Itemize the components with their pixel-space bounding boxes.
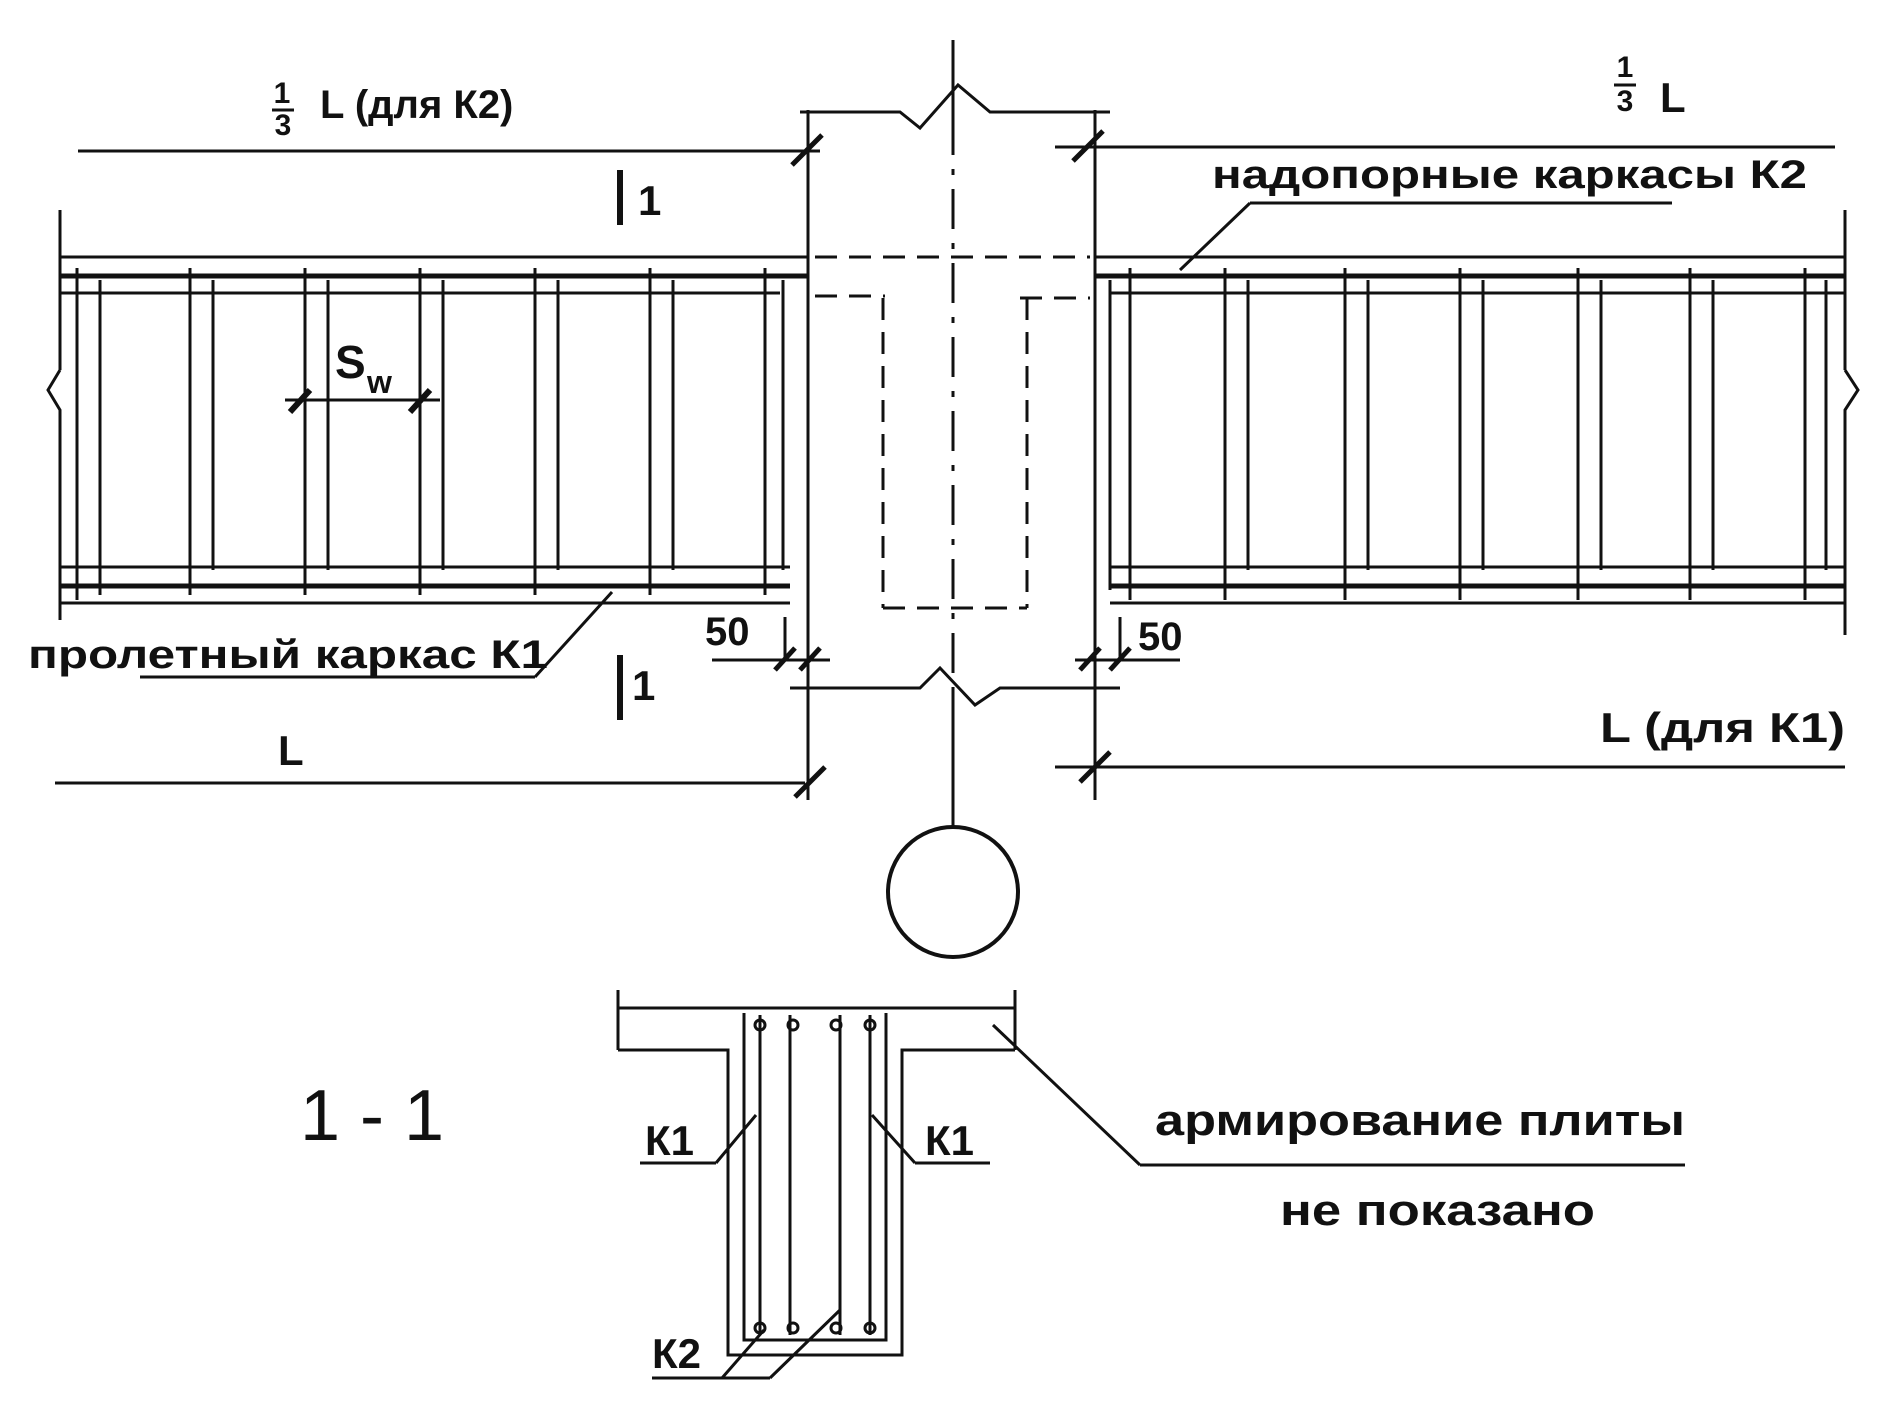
third-l-left-numerator: 1 [274,77,291,110]
span-l-label: L [278,727,304,774]
section-mark-top-label: 1 [638,177,661,224]
support-cages-leader [1178,201,1672,272]
third-l-left-label: L (для К2) [320,83,513,127]
third-l-right-denominator: 3 [1617,85,1634,118]
right-beam-cage [1095,210,1860,635]
third-l-left-denominator: 3 [275,109,292,142]
support-cages-label: надопорные каркасы К2 [1212,153,1807,197]
stirrup-spacing-subscript: w [366,364,392,400]
third-l-right-numerator: 1 [1617,51,1634,84]
section-1-1 [616,990,1685,1380]
section-title: 1 - 1 [300,1076,444,1156]
span-cage-leader [140,590,614,679]
column-outline [790,40,1120,800]
offset-left-label: 50 [705,610,750,654]
hidden-lines [815,255,1090,610]
bottom-dimension-lines [55,750,1845,799]
section-k1-right-label: К1 [925,1117,974,1164]
slab-note-line1: армирование плиты [1155,1096,1685,1145]
sw-dimension [285,387,440,415]
span-l-k1-label: L (для К1) [1600,704,1845,751]
section-k2-label: К2 [652,1330,701,1377]
left-beam-cage [46,210,808,620]
section-mark-bottom-label: 1 [632,662,655,709]
span-cage-label: пролетный каркас К1 [28,633,548,677]
section-k1-left-label: К1 [645,1117,694,1164]
offset-dimensions [712,617,1180,672]
axis-bubble [886,825,1020,959]
offset-right-label: 50 [1138,615,1183,659]
slab-note-line2: не показано [1280,1186,1595,1235]
stirrup-spacing-label: S [335,336,366,388]
third-l-right-label: L [1660,74,1686,121]
